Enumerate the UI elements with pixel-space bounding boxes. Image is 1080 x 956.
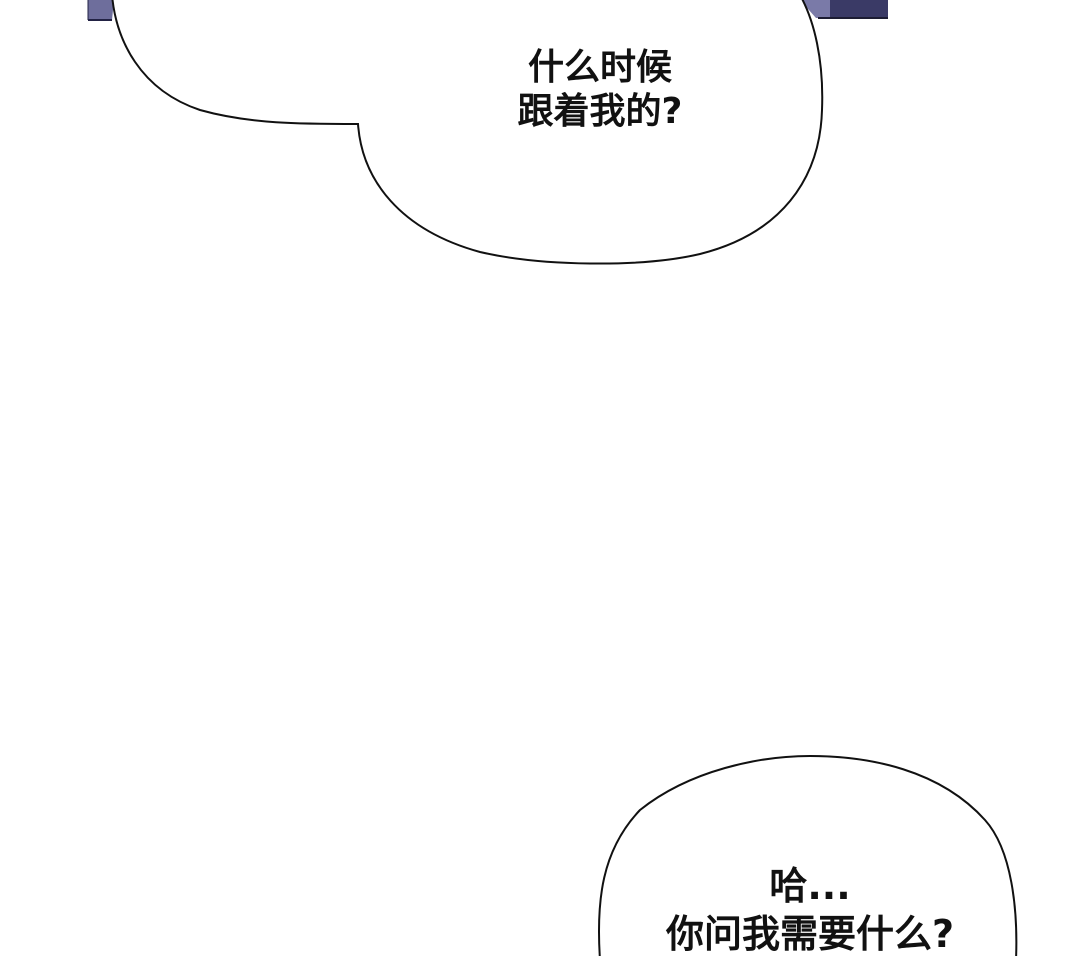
speech-line: 什么时候 — [527, 47, 672, 88]
speech-line: 你问我需要什么? — [665, 912, 955, 956]
speech-bubble-1-text: 什么时候 跟着我的? — [480, 46, 720, 134]
top-panel-artwork — [87, 0, 888, 21]
speech-line: 哈... — [769, 864, 851, 908]
speech-line: 跟着我的? — [517, 91, 683, 132]
speech-bubble-1 — [111, 0, 824, 265]
speech-bubble-2 — [597, 754, 1018, 956]
speech-bubble-2-text: 哈... 你问我需要什么? — [620, 862, 1000, 956]
